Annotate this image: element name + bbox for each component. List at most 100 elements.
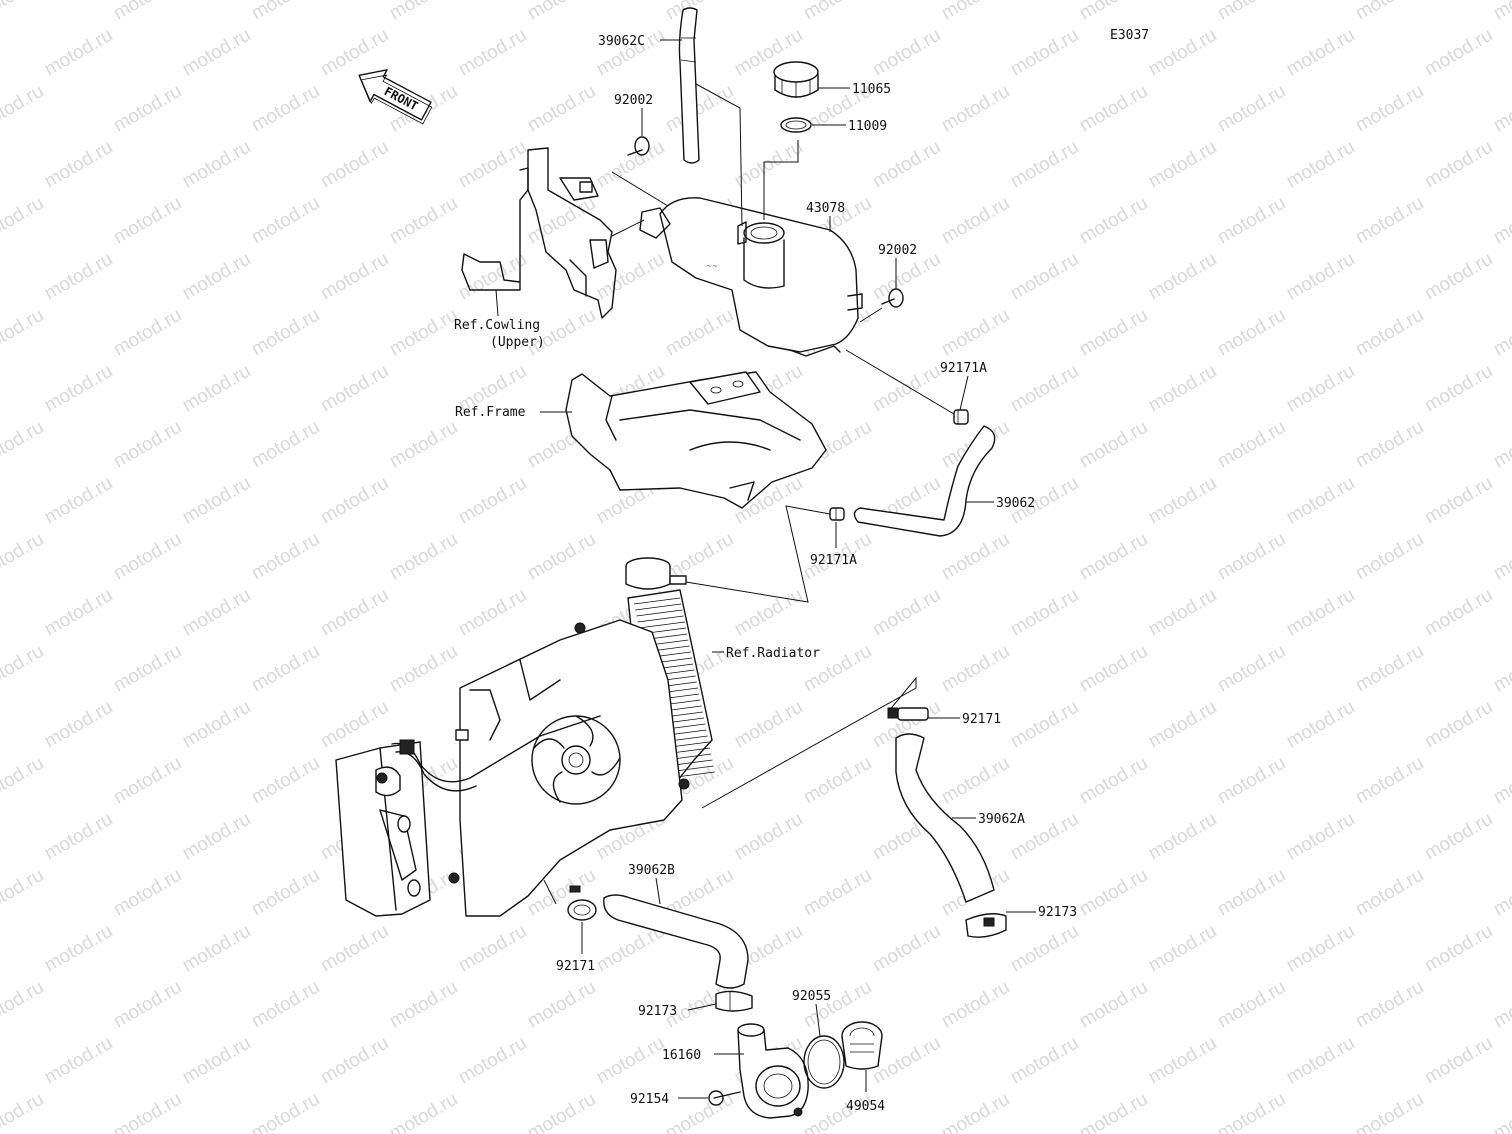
watermark-text: motod.ru <box>386 641 461 697</box>
thermostat-49054 <box>841 1021 883 1070</box>
watermark-text: motod.ru <box>1145 1033 1220 1089</box>
watermark-text: motod.ru <box>1490 977 1512 1033</box>
watermark-text: motod.ru <box>1352 81 1427 137</box>
watermark-text: motod.ru <box>1490 193 1512 249</box>
watermark-text: motod.ru <box>662 81 737 137</box>
hose-39062 <box>853 425 996 537</box>
watermark-text: motod.ru <box>1283 137 1358 193</box>
watermark-text: motod.ru <box>110 81 185 137</box>
watermark-text: motod.ru <box>938 305 1013 361</box>
label-39062c: 39062C <box>598 34 645 49</box>
watermark-text: motod.ru <box>593 1033 668 1089</box>
hose-39062b <box>603 894 749 989</box>
watermark-text: motod.ru <box>455 137 530 193</box>
watermark-text: motod.ru <box>317 921 392 977</box>
watermark-text: motod.ru <box>869 137 944 193</box>
watermark-text: motod.ru <box>1283 585 1358 641</box>
label-11065: 11065 <box>852 82 891 97</box>
watermark-text: motod.ru <box>869 361 944 417</box>
watermark-text: motod.ru <box>662 305 737 361</box>
watermark-text: motod.ru <box>455 25 530 81</box>
watermark-text: motod.ru <box>110 1089 185 1134</box>
hose-39062a <box>895 733 995 903</box>
label-39062a: 39062A <box>978 812 1025 827</box>
watermark-text: motod.ru <box>662 0 737 24</box>
watermark-text: motod.ru <box>1007 921 1082 977</box>
watermark-text: motod.ru <box>179 809 254 865</box>
watermark-text: motod.ru <box>1007 361 1082 417</box>
ref-radiator-label: Ref.Radiator <box>726 646 820 661</box>
label-92173-right: 92173 <box>1038 905 1077 920</box>
label-43078: 43078 <box>806 201 845 216</box>
watermark-text: motod.ru <box>1145 25 1220 81</box>
watermark-text: motod.ru <box>455 585 530 641</box>
watermark-text: motod.ru <box>110 0 185 24</box>
watermark-text: motod.ru <box>524 977 599 1033</box>
watermark-text: motod.ru <box>1283 25 1358 81</box>
label-92171a-mid: 92171A <box>810 553 857 568</box>
watermark-text: motod.ru <box>179 25 254 81</box>
watermark-text: motod.ru <box>524 193 599 249</box>
watermark-text: motod.ru <box>1352 865 1427 921</box>
watermark-text: motod.ru <box>110 641 185 697</box>
watermark-text: motod.ru <box>1076 641 1151 697</box>
watermark-text: motod.ru <box>731 697 806 753</box>
watermark-text: motod.ru <box>1145 921 1220 977</box>
watermark-text: motod.ru <box>248 305 323 361</box>
watermark-text: motod.ru <box>800 753 875 809</box>
clamp-92171a-top <box>953 409 969 425</box>
watermark-text: motod.ru <box>1352 753 1427 809</box>
watermark-text: motod.ru <box>1352 641 1427 697</box>
watermark-text: motod.ru <box>110 305 185 361</box>
diagram-code: E3037 <box>1110 28 1149 43</box>
watermark-text: motod.ru <box>1007 585 1082 641</box>
watermark-text: motod.ru <box>41 921 116 977</box>
watermark-text: motod.ru <box>1421 697 1496 753</box>
watermark-text: motod.ru <box>1283 249 1358 305</box>
watermark-text: motod.ru <box>1490 81 1512 137</box>
watermark-text: motod.ru <box>386 305 461 361</box>
watermark-text: motod.ru <box>0 529 47 585</box>
watermark-text: motod.ru <box>1490 641 1512 697</box>
label-92154: 92154 <box>630 1092 669 1107</box>
watermark-text: motod.ru <box>1421 809 1496 865</box>
radiator-fin <box>635 603 682 611</box>
watermark-text: motod.ru <box>386 529 461 585</box>
watermark-text: motod.ru <box>1214 865 1289 921</box>
watermark-text: motod.ru <box>938 977 1013 1033</box>
watermark-text: motod.ru <box>938 0 1013 24</box>
ref-cowling-label: Ref.Cowling <box>454 318 540 333</box>
radiator-fin <box>636 609 683 617</box>
label-92171-right: 92171 <box>962 712 1001 727</box>
watermark-text: motod.ru <box>1076 193 1151 249</box>
watermark-text: motod.ru <box>1076 1089 1151 1134</box>
clamp-92171a-mid <box>829 507 845 521</box>
watermark-text: motod.ru <box>1007 249 1082 305</box>
watermark-text: motod.ru <box>1352 0 1427 24</box>
bolt-92002-right <box>881 288 904 308</box>
watermark-text: motod.ru <box>41 25 116 81</box>
clamp-92173-right <box>965 913 1007 938</box>
watermark-text: motod.ru <box>248 0 323 24</box>
watermark-text: motod.ru <box>1145 697 1220 753</box>
watermark-text: motod.ru <box>386 1089 461 1134</box>
watermark-text: motod.ru <box>0 641 47 697</box>
watermark-text: motod.ru <box>0 193 47 249</box>
watermark-text: motod.ru <box>869 921 944 977</box>
watermark-text: motod.ru <box>1283 361 1358 417</box>
watermark-text: motod.ru <box>1214 193 1289 249</box>
watermark-text: motod.ru <box>938 641 1013 697</box>
watermark-text: motod.ru <box>1214 753 1289 809</box>
label-92173-bottom: 92173 <box>638 1004 677 1019</box>
watermark-text: motod.ru <box>1145 809 1220 865</box>
watermark-text: motod.ru <box>386 977 461 1033</box>
watermark-text: motod.ru <box>731 809 806 865</box>
watermark-text: motod.ru <box>41 361 116 417</box>
clamp-92171-right <box>887 707 929 721</box>
watermark-text: motod.ru <box>938 529 1013 585</box>
watermark-text: motod.ru <box>317 585 392 641</box>
watermark-text: motod.ru <box>110 753 185 809</box>
watermark-text: motod.ru <box>317 249 392 305</box>
ref-frame-label: Ref.Frame <box>455 405 526 420</box>
watermark-text: motod.ru <box>317 473 392 529</box>
